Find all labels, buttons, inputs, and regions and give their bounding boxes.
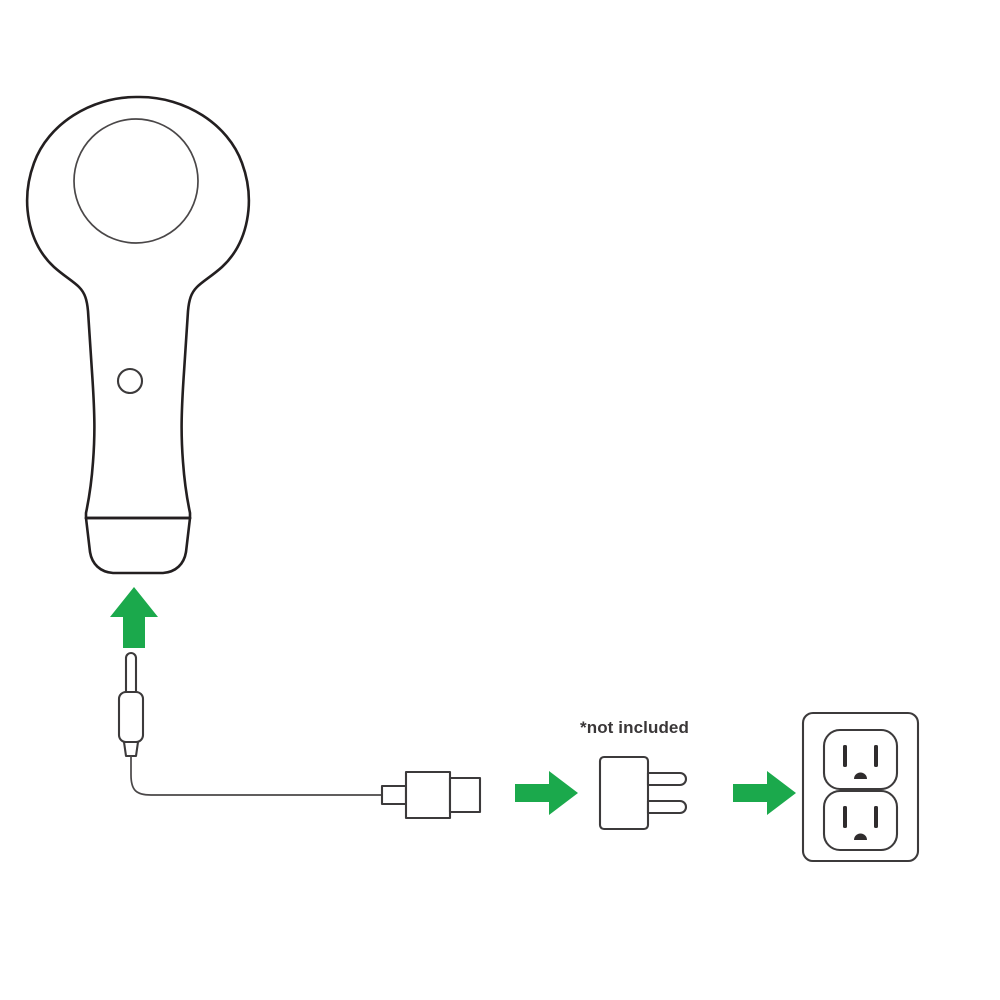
arrow-cable-to-device (110, 587, 158, 648)
outlet-slot-upper-left (843, 745, 847, 767)
outlet-slot-lower-left (843, 806, 847, 828)
outlet-receptacle-upper-body (822, 728, 899, 791)
arrow-cable-to-adapter (515, 771, 578, 815)
cable-strain-relief (122, 740, 140, 758)
device-charging-base (84, 516, 192, 575)
cable-connector-barrel (117, 690, 145, 744)
outlet-receptacle-lower-body (822, 789, 899, 852)
outlet-ground-upper (854, 772, 867, 779)
arrow-adapter-to-outlet (733, 771, 796, 815)
brush-head-inner-ring (73, 118, 199, 244)
adapter-body (598, 755, 650, 831)
adapter-prong-upper (646, 771, 688, 787)
cable-wire (130, 755, 383, 796)
power-button-icon (116, 367, 144, 395)
facial-cleansing-brush (25, 95, 251, 575)
charging-cable (117, 651, 482, 820)
usb-connector-body (404, 770, 452, 820)
device-body-outline (25, 95, 251, 520)
usb-connector-neck (380, 784, 408, 806)
adapter-prong-lower (646, 799, 688, 815)
outlet-slot-lower-right (874, 806, 878, 828)
outlet-receptacle-lower (822, 789, 899, 852)
power-adapter: *not included (580, 718, 689, 831)
usb-connector-tip (448, 776, 482, 814)
cable-pin-connector (124, 651, 138, 699)
outlet-receptacle-upper (822, 728, 899, 791)
wall-outlet (801, 711, 920, 863)
outlet-ground-lower (854, 833, 867, 840)
outlet-slot-upper-right (874, 745, 878, 767)
adapter-not-included-label: *not included (580, 718, 689, 737)
